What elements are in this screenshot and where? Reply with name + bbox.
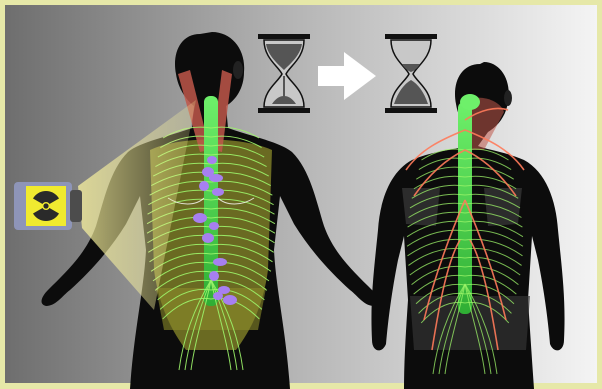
device-emitter [70, 190, 82, 222]
tumor-11 [223, 295, 237, 305]
tumor-7 [202, 233, 214, 243]
radiation-device [14, 182, 82, 230]
radiation-hazard-icon [30, 190, 62, 222]
tumor-9 [209, 271, 219, 281]
tumor-8 [213, 258, 227, 266]
spinal-cord-top-glow [460, 94, 480, 110]
tumor-12 [213, 292, 223, 300]
left-figure-ear [233, 61, 243, 79]
spinal-cord-right [458, 102, 472, 314]
tumor-5 [193, 213, 207, 223]
tumor-2 [209, 174, 223, 182]
tumor-3 [199, 181, 209, 191]
tumor-0 [207, 156, 217, 164]
right-figure-ear [504, 90, 512, 106]
tumor-6 [209, 222, 219, 230]
right-figure-scapula-right [484, 188, 522, 226]
tumor-4 [212, 188, 224, 196]
